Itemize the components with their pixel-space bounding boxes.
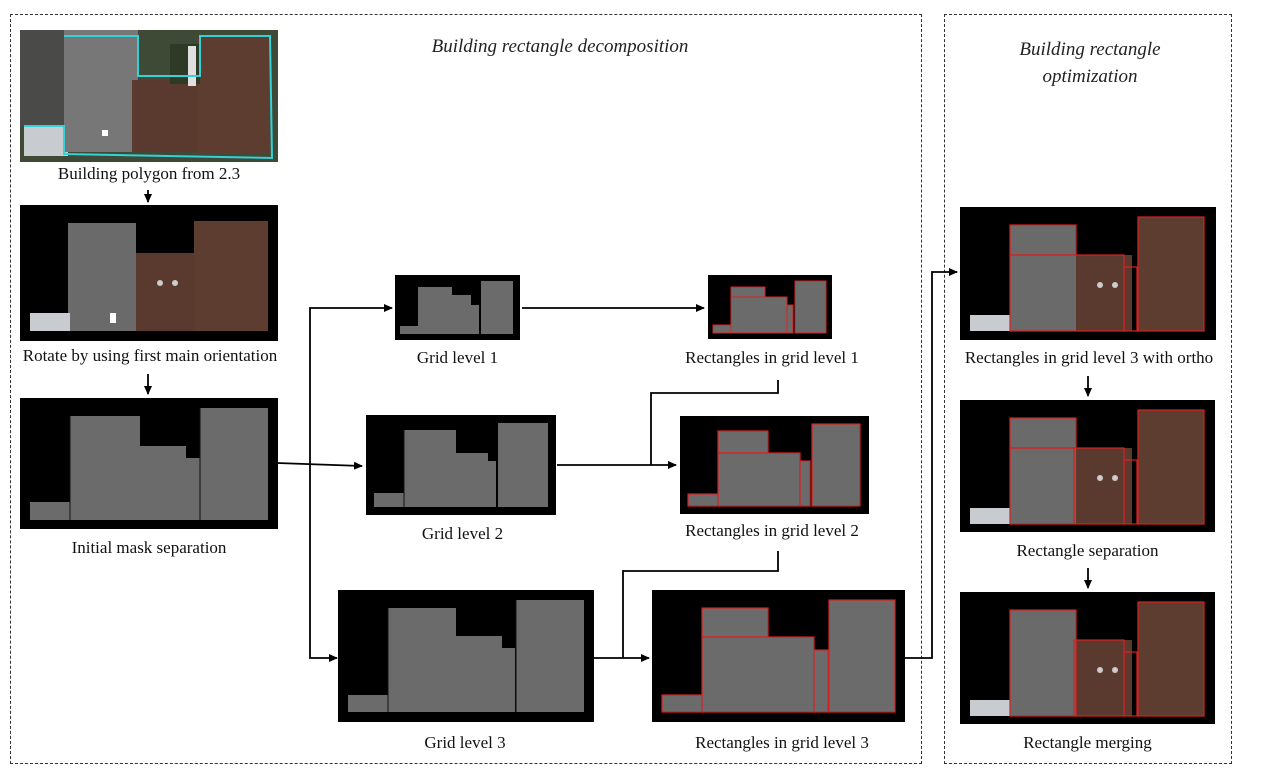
rectangles-grid-level-1-image — [708, 275, 832, 339]
rectangles-ortho-image — [960, 207, 1216, 340]
rectangles-grid-level-3-image — [652, 590, 905, 722]
rectangle-merging-image — [960, 592, 1215, 724]
rectangles-grid-level-2-label: Rectangles in grid level 2 — [685, 521, 859, 540]
grid-level-3-label: Grid level 3 — [424, 733, 506, 752]
rectangles-ortho-label: Rectangles in grid level 3 with ortho — [964, 348, 1214, 367]
rectangles-grid-level-2-image — [680, 416, 869, 514]
building-polygon-image — [20, 30, 278, 162]
building-polygon-label: Building polygon from 2.3 — [57, 164, 241, 183]
grid-level-2-label: Grid level 2 — [421, 524, 504, 543]
grid-level-2-image — [366, 415, 556, 515]
rectangle-merging-label: Rectangle merging — [1023, 733, 1152, 752]
decomposition-title: Building rectangle decomposition — [431, 36, 689, 57]
rectangles-grid-level-3-label: Rectangles in grid level 3 — [695, 733, 869, 752]
grid-level-3-image — [338, 590, 594, 722]
rectangle-separation-image — [960, 400, 1215, 532]
initial-mask-label: Initial mask separation — [71, 538, 227, 557]
initial-mask-image — [20, 398, 278, 529]
grid-level-1-image — [395, 275, 520, 340]
rotated-image — [20, 205, 278, 341]
rotate-label: Rotate by using first main orientation — [22, 346, 278, 365]
rectangles-grid-level-1-label: Rectangles in grid level 1 — [685, 348, 859, 367]
rectangle-separation-label: Rectangle separation — [1016, 541, 1159, 560]
grid-level-1-label: Grid level 1 — [416, 348, 499, 367]
